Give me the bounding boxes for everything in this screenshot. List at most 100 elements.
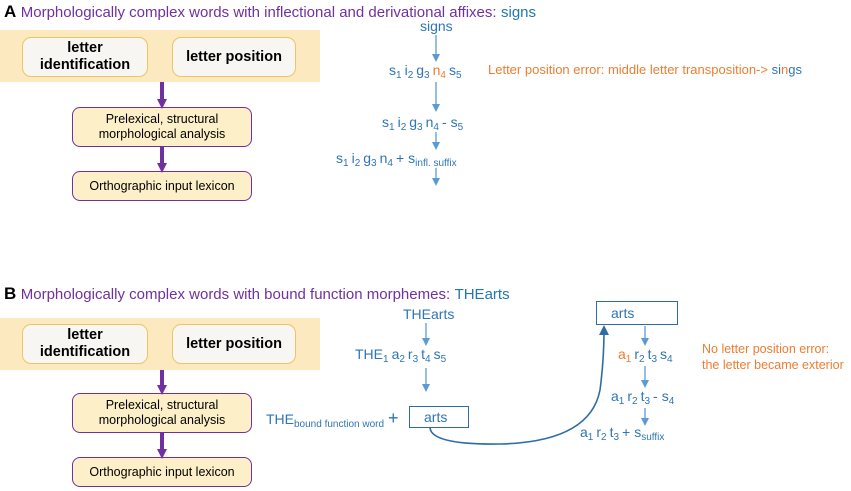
panel-a-row2-token-2: g3 <box>409 114 423 133</box>
panel-b-right-row1-letter-0: a <box>618 346 626 362</box>
panel-a-prelexical-box: Prelexical, structural morphological ana… <box>72 107 252 147</box>
panel-b-right-row2-token-2: t3 <box>641 388 650 407</box>
panel-a-row2-letter-0: s <box>382 114 389 130</box>
panel-a-row1-letter-3: n <box>432 62 441 78</box>
panel-b-right-row1-sub-1: 2 <box>639 354 645 365</box>
panel-b-boxed-stem-bottom: arts <box>409 406 469 428</box>
panel-a-prelexical-label: Prelexical, structural morphological ana… <box>98 112 226 141</box>
panel-b-boxed-stem-top: arts <box>596 301 678 325</box>
panel-a-row1-sub-4: 5 <box>455 70 462 81</box>
panel-a-row3-token-4: + <box>396 150 404 166</box>
panel-a-error-word-3: gs <box>788 62 802 77</box>
panel-a-error-word-1: si <box>771 62 782 77</box>
panel-b-right-row3-letter-3: + <box>622 424 631 440</box>
panel-b-letter: B <box>4 284 17 303</box>
panel-a-row1-token-1: i2 <box>404 62 414 81</box>
panel-b-right-row1-sub-0: 1 <box>625 354 632 365</box>
panel-b-right-row2-sub-0: 1 <box>618 396 625 407</box>
panel-b-right-row1-sub-3: 4 <box>667 354 673 365</box>
panel-b-right-row3-letter-0: a <box>580 424 588 440</box>
panel-b-row1-sub-4: 5 <box>440 354 447 365</box>
panel-a-letter-identification-box: letter identification <box>22 37 148 77</box>
panel-b-right-row3-letter-1: r <box>596 424 602 440</box>
panel-b-right-row3-sub-0: 1 <box>587 432 594 443</box>
panel-b-letter-identification-box: letter identification <box>22 324 148 364</box>
panel-b-note-line1: No letter position error: <box>702 342 830 356</box>
panel-b-plus: + <box>387 408 399 428</box>
panel-a-title: Morphologically complex words with infle… <box>20 4 497 21</box>
panel-b-row1-token-3: t4 <box>421 346 431 365</box>
panel-a-row2-sub-0: 1 <box>389 122 395 133</box>
panel-b-word: THEarts <box>454 286 510 303</box>
panel-b-row1-letter-4: s <box>433 346 441 362</box>
panel-a-error-word-2: n <box>781 62 789 77</box>
panel-a-letter-position-box: letter position <box>172 37 296 77</box>
panel-b-letter-identification-label: letter identification <box>39 327 131 360</box>
panel-a-row2-token-3: n4 <box>426 114 439 133</box>
panel-b-row1-sub-0: 1 <box>383 354 389 365</box>
panel-a-heading: A Morphologically complex words with inf… <box>4 2 536 22</box>
panel-b-right-row2-letter-4: s <box>661 388 669 404</box>
panel-a-top-word: signs <box>420 18 453 34</box>
panel-b-row1-letter-0: THE <box>355 346 383 362</box>
panel-b-right-row2-token-4: s4 <box>661 388 675 407</box>
panel-a-row2-token-0: s1 <box>382 114 395 133</box>
panel-a-row3-token-2: g3 <box>363 150 377 169</box>
panel-a-row2-token-1: i2 <box>397 114 407 133</box>
panel-a-row3-token-0: s1 <box>336 150 349 169</box>
panel-b-row1-token-1: a2 <box>391 346 405 365</box>
panel-a-row2-sub-5: 5 <box>457 122 464 133</box>
panel-b-right-row2-token-1: r2 <box>627 388 637 407</box>
panel-b-row1-letter-2: r <box>407 346 413 362</box>
panel-b-right-row3-sub-4: suffix <box>641 432 665 443</box>
panel-a-row2-sub-2: 3 <box>417 122 423 133</box>
panel-a-row1-sub-0: 1 <box>396 70 402 81</box>
panel-a-row1-letter-2: g <box>416 62 425 78</box>
panel-b-top-word: THEarts <box>403 306 455 322</box>
panel-a-row3-sub-2: 3 <box>371 158 377 169</box>
panel-a-letter-position-label: letter position <box>186 48 282 65</box>
panel-b-row1-token-2: r3 <box>407 346 419 365</box>
panel-a-row3-sub-5: infl. suffix <box>415 158 457 169</box>
panel-b-right-row2-letter-3: - <box>653 388 658 404</box>
panel-b-right-row2-token-0: a1 <box>611 388 625 407</box>
panel-b-prelexical-label: Prelexical, structural morphological ana… <box>98 398 226 427</box>
panel-a-row1-token-4: s5 <box>449 62 462 81</box>
panel-b-right-row3-token-1: r2 <box>596 424 606 443</box>
panel-b-row1-sub-3: 4 <box>425 354 431 365</box>
panel-b-row1-token-4: s5 <box>433 346 447 365</box>
panel-b-prelexical-box: Prelexical, structural morphological ana… <box>72 393 252 433</box>
panel-a-letter: A <box>4 2 17 21</box>
panel-b-right-row3-sub-2: 3 <box>613 432 620 443</box>
panel-b-right-row3-letter-4: s <box>634 424 642 440</box>
panel-a-row3-letter-0: s <box>336 150 343 166</box>
panel-b-function-word: THEbound function word + <box>266 408 398 430</box>
panel-a-row3-letter-1: i <box>351 150 355 166</box>
panel-a-row3-token-3: n4 <box>380 150 393 169</box>
panel-a-error-note: Letter position error: middle letter tra… <box>488 62 802 77</box>
panel-b-right-row2-token-3: - <box>653 388 658 404</box>
panel-b-right-row3-token-2: t3 <box>610 424 620 443</box>
panel-a-error-note-text: Letter position error: middle letter tra… <box>488 62 768 77</box>
panel-b-right-row1-token-2: t3 <box>648 346 657 365</box>
panel-a-row1-letter-1: i <box>404 62 408 78</box>
panel-a-letter-identification-label: letter identification <box>39 40 131 73</box>
panel-b-right-row3-token-0: a1 <box>580 424 594 443</box>
panel-a-row3-sub-3: 4 <box>387 158 393 169</box>
panel-b-lexicon-label: Orthographic input lexicon <box>89 464 235 479</box>
panel-b-boxed-stem-top-label: arts <box>611 305 635 321</box>
panel-a-row2-letter-2: g <box>409 114 418 130</box>
panel-b-row1-letter-1: a <box>391 346 400 362</box>
panel-a-row1-letter-0: s <box>389 62 396 78</box>
panel-a-row3-sub-1: 2 <box>354 158 361 169</box>
panel-b-heading: B Morphologically complex words with bou… <box>4 284 510 304</box>
panel-b-row1-sub-2: 3 <box>412 354 419 365</box>
panel-a-row2-letter-1: i <box>397 114 401 130</box>
panel-a-row1-sub-1: 2 <box>407 70 414 81</box>
